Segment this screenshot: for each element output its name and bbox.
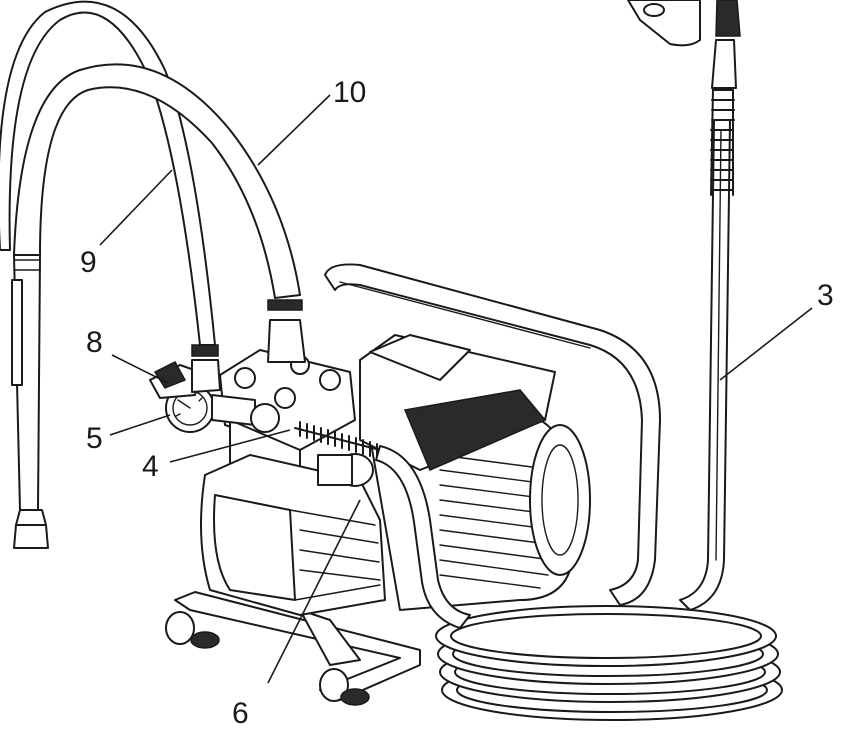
callout-5: 5 — [86, 422, 103, 455]
prime-valve — [149, 359, 221, 399]
callout-9: 9 — [80, 246, 97, 279]
callout-4: 4 — [142, 450, 159, 483]
base-frame — [165, 591, 421, 706]
leader-9 — [99, 169, 173, 246]
return-hose — [13, 63, 301, 299]
callout-8: 8 — [86, 326, 103, 359]
callout-6: 6 — [232, 697, 249, 730]
leader-6 — [267, 499, 361, 684]
leader-4 — [169, 429, 291, 463]
spring-guard — [294, 421, 471, 629]
pump-head — [200, 299, 386, 616]
motor — [359, 334, 591, 611]
callout-10: 10 — [333, 76, 366, 109]
leader-5 — [109, 414, 171, 436]
rod-spring — [710, 87, 735, 196]
extension-rod — [627, 0, 741, 611]
leader-8 — [111, 354, 169, 384]
handle-frame — [324, 263, 661, 606]
callout-3: 3 — [817, 279, 834, 312]
leader-lines — [99, 94, 813, 684]
leader-3 — [719, 307, 813, 381]
callout-labels: 10 9 8 5 4 6 3 — [80, 76, 834, 730]
leader-10 — [257, 94, 331, 166]
motor-fins — [439, 454, 558, 589]
coiled-hose — [435, 605, 783, 721]
